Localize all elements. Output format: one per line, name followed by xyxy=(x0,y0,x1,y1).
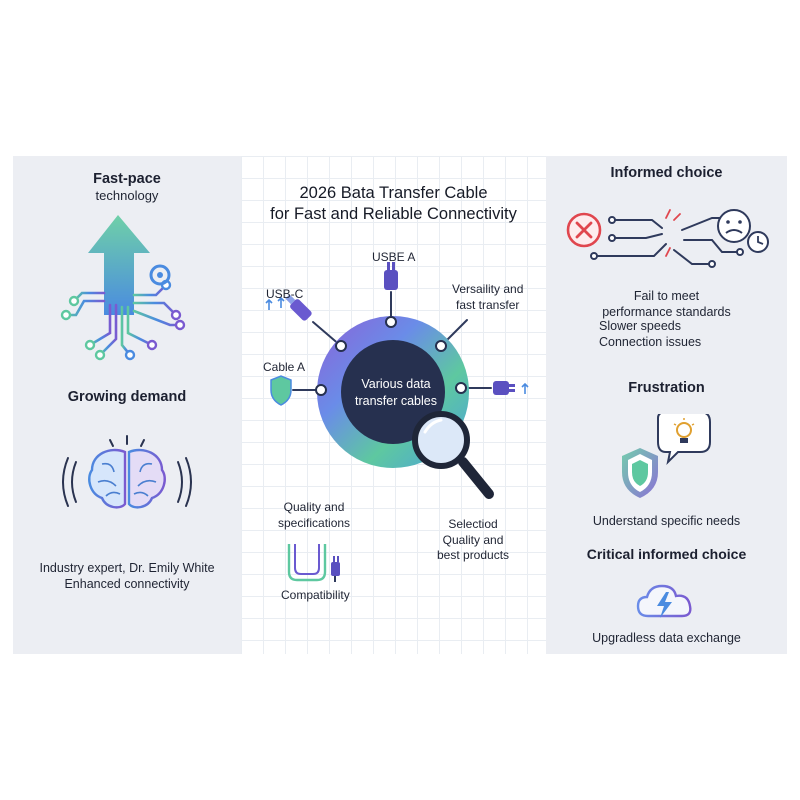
left-note: Industry expert, Dr. Emily White Enhance… xyxy=(39,561,215,592)
bottom-note: Upgradless data exchange xyxy=(592,631,741,645)
label-cable-a: Cable A xyxy=(263,360,306,374)
cloud-lightning-icon xyxy=(636,584,692,618)
label-usbe-a: USBE A xyxy=(372,250,416,264)
left-heading-top-sub: technology xyxy=(95,188,159,203)
left-heading-mid: Growing demand xyxy=(67,389,187,405)
label-quality: Quality and specifications xyxy=(278,500,351,530)
left-heading-top: Fast-pace xyxy=(93,171,161,187)
understand-needs: Understand specific needs xyxy=(592,514,741,528)
label-versatility: Versaility and fast transfer xyxy=(452,282,524,312)
right-heading-bottom: Critical informed choice xyxy=(586,546,747,562)
right-heading-top: Informed choice xyxy=(610,165,723,181)
shield-lightbulb-icon xyxy=(622,414,711,498)
fail-list: Slower speeds Connection issues xyxy=(599,319,702,350)
page-title: 2026 Bata Transfer Cable for Fast and Re… xyxy=(270,184,517,223)
fail-block: Fail to meet performance standards xyxy=(602,289,731,320)
label-usb-c: USB-C xyxy=(266,287,304,301)
hub-diagram xyxy=(265,262,529,499)
brain-icon xyxy=(62,435,192,509)
rising-arrow-circuit-icon xyxy=(60,215,186,361)
label-compatibility: Compatibility xyxy=(281,588,350,602)
broken-connection-icon xyxy=(566,209,769,268)
compatibility-cable-icon xyxy=(287,544,340,582)
right-heading-mid: Frustration xyxy=(628,380,705,396)
label-selected: Selectiod Quality and best products xyxy=(437,517,510,563)
hub-label: Various data transfer cables xyxy=(355,377,437,408)
